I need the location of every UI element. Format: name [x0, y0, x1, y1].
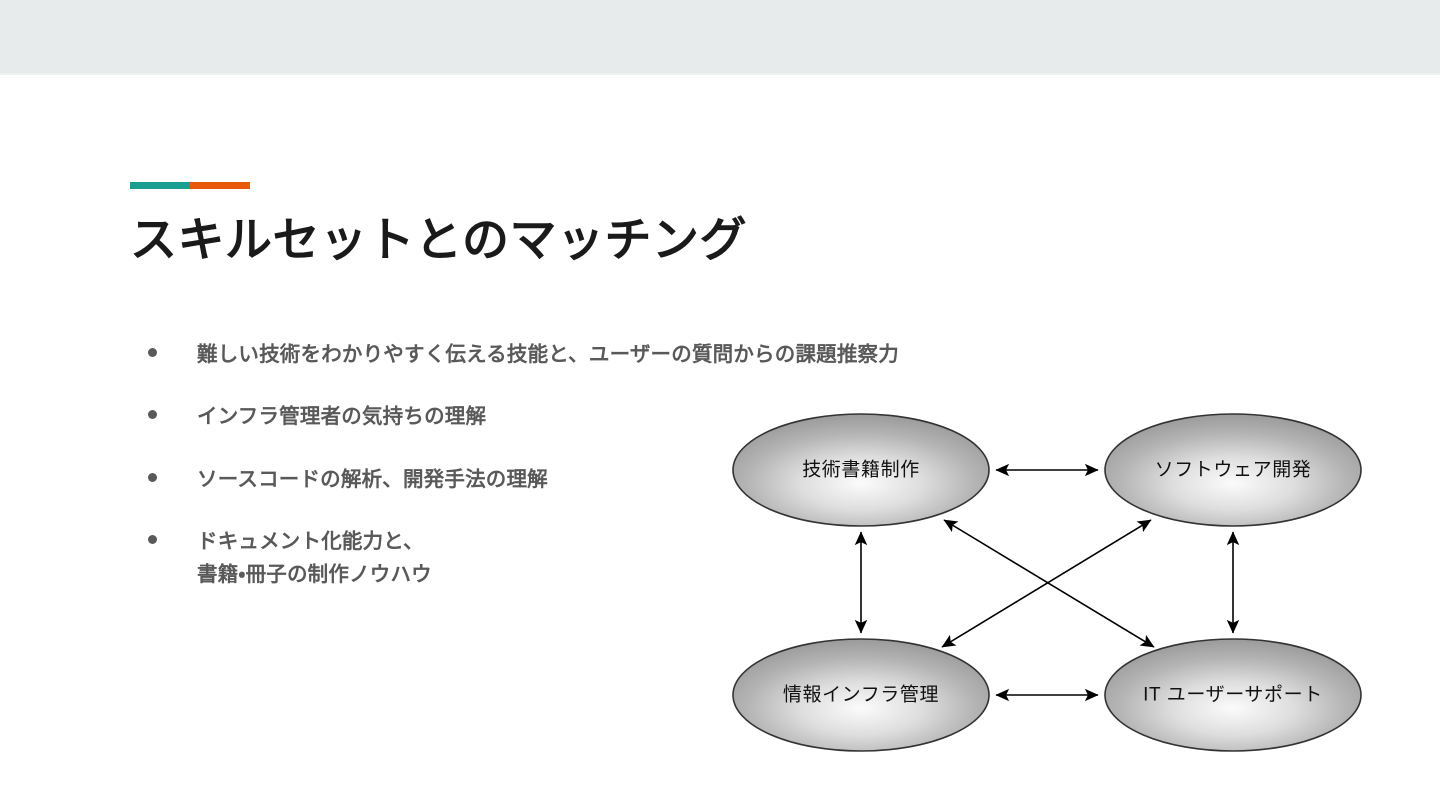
title-accent-rule [130, 182, 250, 189]
diagram-node-dev[interactable]: ソフトウェア開発 [1104, 413, 1362, 527]
diagram-node-support[interactable]: IT ユーザーサポート [1104, 638, 1362, 752]
node-label: ソフトウェア開発 [1155, 459, 1312, 481]
list-item-label: ソースコードの解析、開発手法の理解 [197, 467, 548, 491]
node-ellipse[interactable] [732, 413, 990, 527]
bullet-dot-icon [148, 410, 157, 420]
edge-book-support [943, 519, 1155, 648]
edge-dev-infra [941, 519, 1152, 648]
list-item: ドキュメント化能力と、 書籍・冊子の制作ノウハウ [148, 526, 1108, 591]
list-item-label: ドキュメント化能力と、 書籍・冊子の制作ノウハウ [197, 530, 432, 586]
list-item: 難しい技術をわかりやすく伝える技能と、ユーザーの質問からの課題推察力 [148, 339, 1108, 371]
list-item-label: 難しい技術をわかりやすく伝える技能と、ユーザーの質問からの課題推察力 [197, 343, 899, 366]
accent-segment-teal [130, 182, 190, 189]
node-label: 情報インフラ管理 [783, 684, 939, 706]
bullet-list: 難しい技術をわかりやすく伝える技能と、ユーザーの質問からの課題推察力 インフラ管… [148, 339, 1108, 591]
node-ellipse[interactable] [1104, 413, 1362, 527]
diagram-edges [854, 463, 1240, 702]
header-band [0, 0, 1440, 73]
node-label: IT ユーザーサポート [1143, 684, 1323, 706]
header-band-divider [0, 73, 1440, 75]
node-ellipse[interactable] [732, 638, 990, 752]
list-item: インフラ管理者の気持ちの理解 [148, 401, 1108, 433]
bullet-dot-icon [148, 535, 157, 545]
node-label: 技術書籍制作 [802, 459, 920, 481]
bullet-dot-icon [148, 348, 157, 357]
list-item-label: インフラ管理者の気持ちの理解 [197, 405, 487, 429]
accent-segment-orange [190, 182, 250, 189]
bullet-dot-icon [148, 472, 157, 482]
skill-relationship-diagram: 技術書籍制作 ソフトウェア開発 情報インフラ管理 IT ユーザーサポート [718, 404, 1378, 762]
node-ellipse[interactable] [1104, 638, 1362, 752]
diagram-node-infra[interactable]: 情報インフラ管理 [732, 638, 990, 752]
page-title: スキルセットとのマッチング [130, 213, 748, 266]
diagram-node-book[interactable]: 技術書籍制作 [732, 413, 990, 527]
list-item: ソースコードの解析、開発手法の理解 [148, 464, 1108, 496]
